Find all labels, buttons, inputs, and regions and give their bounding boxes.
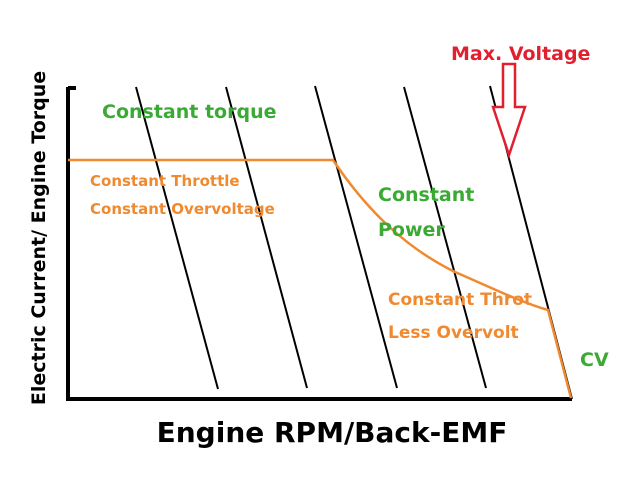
voltage-line-3 bbox=[314, 85, 398, 389]
constant-throttle-label: Constant Throttle bbox=[90, 172, 240, 190]
down-arrow-icon bbox=[491, 62, 527, 159]
constant-throt-label: Constant Throt bbox=[388, 290, 532, 310]
y-axis-title: Electric Current/ Engine Torque bbox=[28, 71, 50, 405]
cv-label: CV bbox=[580, 349, 609, 371]
constant-overvoltage-label: Constant Overvoltage bbox=[90, 200, 275, 218]
voltage-line-4 bbox=[403, 86, 487, 389]
constant-power-label-line2: Power bbox=[378, 219, 445, 241]
operating-curve bbox=[68, 158, 573, 399]
constant-torque-label: Constant torque bbox=[102, 101, 276, 123]
constant-power-label-line1: Constant bbox=[378, 184, 474, 206]
voltage-line-2 bbox=[225, 86, 308, 389]
voltage-line-1 bbox=[135, 86, 219, 390]
max-voltage-label: Max. Voltage bbox=[451, 43, 590, 65]
x-axis-title: Engine RPM/Back-EMF bbox=[157, 416, 508, 449]
less-overvolt-label: Less Overvolt bbox=[388, 323, 519, 343]
